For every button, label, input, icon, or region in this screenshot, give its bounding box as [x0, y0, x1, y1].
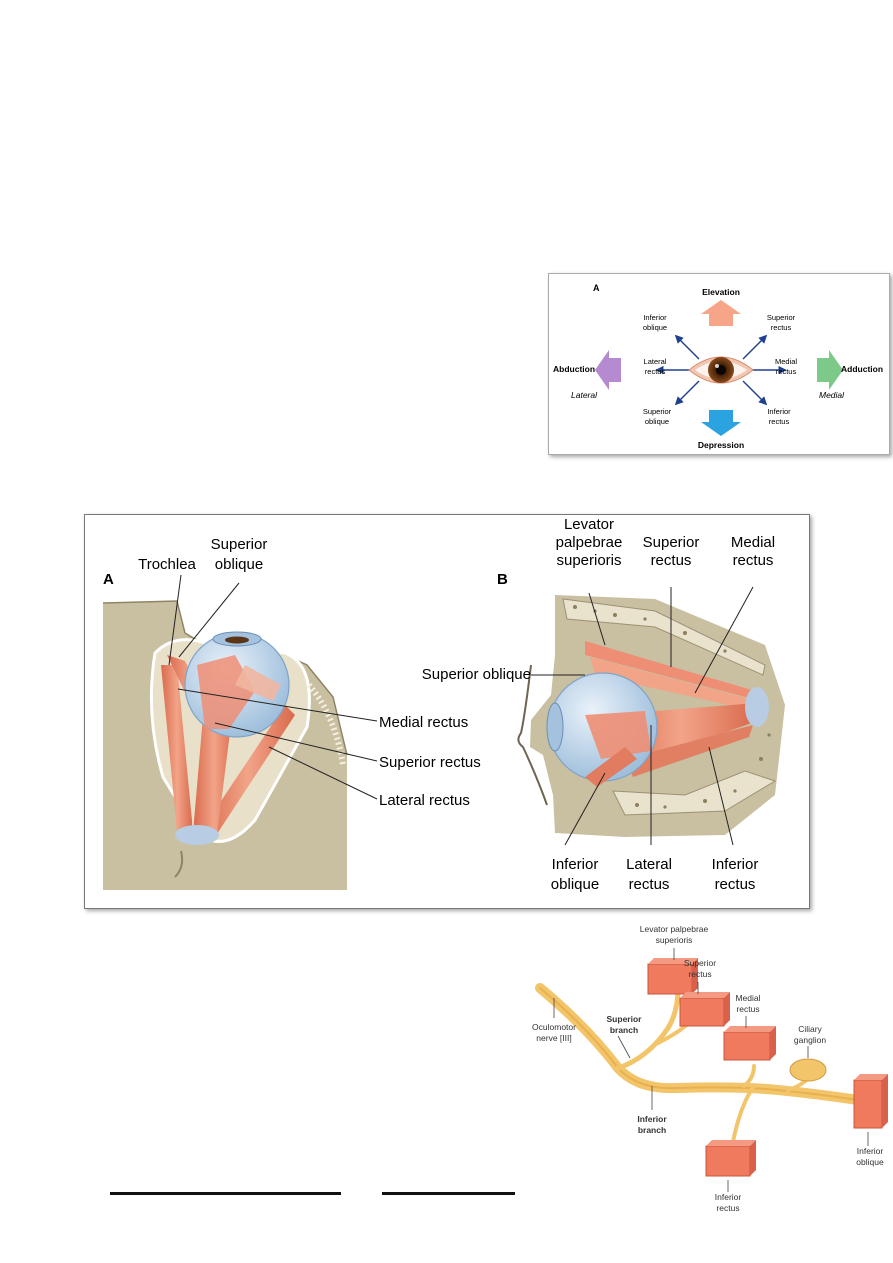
medial-rectus-nerve-label-line1: Medial	[735, 993, 760, 1003]
inferior-oblique-label-b-line2: oblique	[551, 876, 599, 893]
trochlea-label: Trochlea	[138, 556, 196, 573]
inferior-rectus-nerve-label-line2: rectus	[716, 1203, 739, 1213]
lateral-rectus-label-b-line2: rectus	[629, 876, 670, 893]
levator-label-line2: palpebrae	[556, 534, 623, 551]
superior-oblique-label-a-line2: oblique	[215, 556, 263, 573]
tendinous-ring-a	[175, 825, 219, 845]
superior-rectus-label-line2: rectus	[771, 323, 792, 332]
orbit-muscles-diagram: A	[84, 514, 810, 909]
inferior-rectus-label-line1: Inferior	[767, 407, 791, 416]
levator-nerve-label-line1: Levator palpebrae	[640, 924, 709, 934]
medial-rectus-muscle-a	[161, 665, 193, 831]
ciliary-ganglion-label-line2: ganglion	[794, 1035, 826, 1045]
levator-label-line1: Levator	[564, 516, 614, 533]
bottom-rule-left	[110, 1192, 341, 1195]
inferior-oblique-label-line2: oblique	[643, 323, 667, 332]
inferior-rectus-muscle-b	[625, 725, 753, 777]
arrow-down-right	[742, 380, 768, 406]
superior-branch-label-line1: Superior	[607, 1014, 643, 1024]
arrow-up-right	[742, 334, 768, 360]
lateral-rectus-label-b-line1: Lateral	[626, 856, 672, 873]
inferior-rectus-label-line2: rectus	[769, 417, 790, 426]
oculomotor-nerve-svg: Levator palpebrae superioris Superior re…	[532, 924, 888, 1213]
medial-rectus-label-line2: rectus	[776, 367, 797, 376]
superior-rectus-nerve-label-line1: Superior	[684, 958, 716, 968]
inferior-oblique-nerve-label-line2: oblique	[856, 1157, 884, 1167]
inferior-oblique-label-line1: Inferior	[643, 313, 667, 322]
elevation-label: Elevation	[702, 287, 740, 297]
lateral-label: Lateral	[571, 390, 598, 400]
eye-icon	[688, 356, 754, 384]
superior-rectus-muscle-b	[590, 657, 757, 711]
view-a-leader-lines	[168, 574, 378, 800]
panel-letter: A	[593, 283, 600, 293]
depression-label: Depression	[698, 440, 744, 450]
superior-rectus-block	[679, 992, 730, 1027]
superior-branch-label-line2: branch	[610, 1025, 638, 1035]
ciliary-ganglion-icon	[789, 1058, 827, 1082]
inferior-branch-label-line1: Inferior	[637, 1114, 667, 1124]
elevation-arrow-icon	[701, 300, 741, 326]
medial-rectus-block	[723, 1026, 776, 1061]
levator-block	[647, 958, 698, 995]
eye-movement-diagram: A Elevation Depression Abduction Lateral…	[548, 273, 890, 455]
medial-rectus-label-line1: Medial	[775, 357, 797, 366]
abduction-label: Abduction	[553, 364, 595, 374]
superior-rectus-label-line1: Superior	[767, 313, 796, 322]
medial-rectus-label-b-line2: rectus	[733, 552, 774, 569]
inferior-rectus-block	[705, 1140, 756, 1177]
depression-arrow-icon	[701, 410, 741, 436]
inferior-oblique-muscle-b	[585, 747, 637, 787]
inferior-oblique-block	[853, 1074, 888, 1129]
view-b-letter: B	[497, 571, 508, 588]
superior-oblique-label-b: Superior oblique	[422, 666, 531, 683]
eye-movement-svg: A Elevation Depression Abduction Lateral…	[553, 283, 883, 450]
lateral-rectus-muscle-a	[201, 705, 295, 837]
adduction-label: Adduction	[841, 364, 883, 374]
oculomotor-nerve-label-line2: nerve [III]	[536, 1033, 571, 1043]
levator-label-line3: superioris	[556, 552, 621, 569]
medial-rectus-label-b-line1: Medial	[731, 534, 775, 551]
inferior-rectus-nerve-label-line1: Inferior	[715, 1192, 742, 1202]
adduction-arrow-icon	[817, 350, 843, 390]
inferior-rectus-label-b-line1: Inferior	[712, 856, 759, 873]
ciliary-ganglion-label-line1: Ciliary	[798, 1024, 822, 1034]
tendinous-ring-b	[745, 687, 769, 727]
view-a-illustration: A	[102, 536, 481, 890]
lateral-rectus-label-line2: rectus	[645, 367, 666, 376]
medial-rectus-nerve-label-line2: rectus	[736, 1004, 759, 1014]
view-a-letter: A	[103, 571, 114, 588]
superior-oblique-label-line2: oblique	[645, 417, 669, 426]
levator-nerve-label-line2: superioris	[656, 935, 693, 945]
bottom-rule-right	[382, 1192, 515, 1195]
superior-rectus-label-b-line1: Superior	[643, 534, 700, 551]
superior-rectus-nerve-label-line2: rectus	[688, 969, 711, 979]
view-b-leader-lines	[531, 586, 754, 846]
inferior-branch-label-line2: branch	[638, 1125, 666, 1135]
inferior-oblique-label-b-line1: Inferior	[552, 856, 599, 873]
lateral-rectus-label-line1: Lateral	[644, 357, 667, 366]
inferior-rectus-label-b-line2: rectus	[715, 876, 756, 893]
face-profile	[517, 664, 548, 806]
arrow-up-left	[674, 334, 700, 360]
superior-oblique-label-a-line1: Superior	[211, 536, 268, 553]
inferior-oblique-nerve-label-line1: Inferior	[857, 1146, 884, 1156]
levator-muscle-b	[585, 641, 755, 699]
orbit-muscles-svg: A	[102, 516, 785, 893]
action-arrows	[655, 334, 787, 406]
medial-rectus-label-a: Medial rectus	[379, 714, 468, 731]
view-b-illustration: B	[422, 516, 785, 893]
oculomotor-nerve-label-line1: Oculomotor	[532, 1022, 576, 1032]
superior-oblique-label-line1: Superior	[643, 407, 672, 416]
abduction-arrow-icon	[595, 350, 621, 390]
superior-rectus-label-b-line2: rectus	[651, 552, 692, 569]
muscle-blocks	[647, 958, 888, 1177]
lateral-rectus-label-a: Lateral rectus	[379, 792, 470, 809]
superior-rectus-label-a: Superior rectus	[379, 754, 481, 771]
arrow-down-left	[674, 380, 700, 406]
medial-label: Medial	[819, 390, 845, 400]
oculomotor-nerve-diagram: Levator palpebrae superioris Superior re…	[518, 918, 893, 1248]
nerve-leader-lines	[553, 948, 869, 1192]
